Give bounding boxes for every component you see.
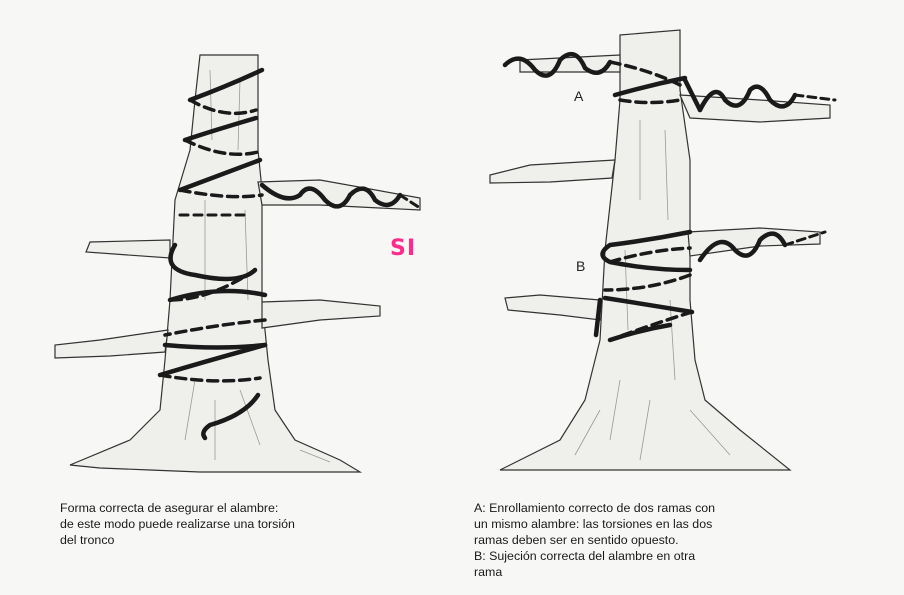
- caption-right-a: A: Enrollamiento correcto de dos ramas c…: [474, 500, 854, 548]
- label-a: A: [574, 88, 583, 104]
- si-marker: SI: [390, 236, 416, 261]
- caption-right-b: B: Sujeción correcta del alambre en otra…: [474, 548, 854, 580]
- label-b: B: [576, 258, 585, 274]
- caption-left: Forma correcta de asegurar el alambre: d…: [60, 500, 420, 548]
- left-tree: [55, 55, 420, 472]
